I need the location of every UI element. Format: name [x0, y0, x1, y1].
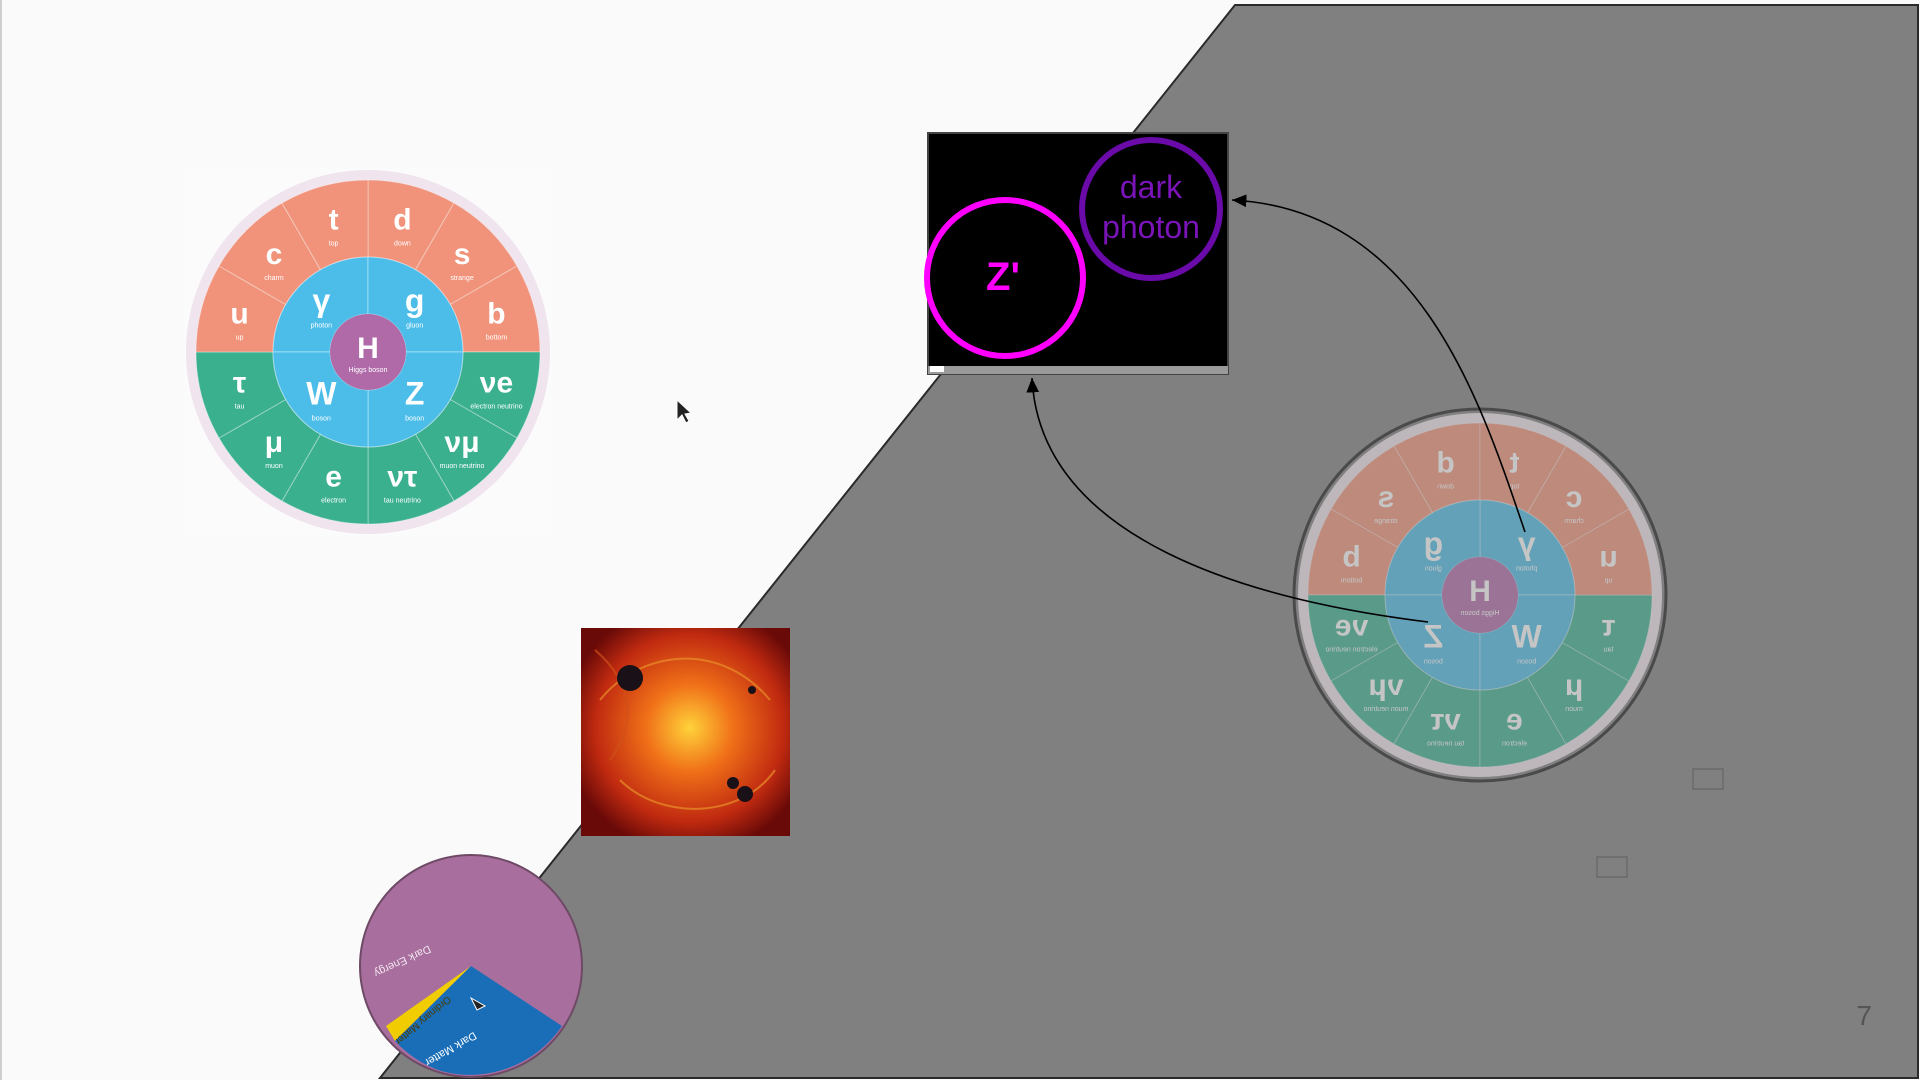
black-hole-pair-b	[737, 786, 753, 802]
mouse-cursor-icon	[676, 398, 693, 424]
sm-bright-name-tau-neutrino: tau neutrino	[384, 497, 421, 504]
sm-faded-symbol-top: t	[1509, 447, 1519, 480]
arrow-to-dark-photon[interactable]	[1231, 194, 1526, 533]
sm-faded-higgs-name: Higgs boson	[1460, 610, 1499, 617]
sm-faded-symbol-up: u	[1599, 541, 1617, 574]
sm-bright-name-down: down	[394, 241, 411, 248]
sm-faded-boson-symbol-2: Z	[1424, 619, 1444, 655]
pie-slice-ordinary-matter	[386, 966, 471, 1041]
dark-photon-label-line1: dark	[1120, 169, 1183, 205]
sm-faded-name-strange: strange	[1374, 518, 1397, 525]
cosmic-heat-image[interactable]	[581, 628, 790, 836]
universe-composition-pie[interactable]: Dark Energy Ordinary Matter Dark Matter	[359, 854, 583, 1078]
sm-bright-boson-symbol-2: Z	[405, 376, 425, 412]
sm-faded-name-muon: muon	[1565, 706, 1583, 713]
sm-faded-name-muon-neutrino: muon neutrino	[1363, 706, 1408, 713]
dark-photon-label-line2: photon	[1102, 209, 1200, 245]
black-hole-pair-a	[727, 777, 739, 789]
sm-faded-symbol-electron-neutrino: νe	[1335, 609, 1368, 642]
sm-faded-name-up: up	[1604, 578, 1612, 585]
sm-faded-boson-symbol-3: W	[1511, 619, 1542, 655]
black-hole-small	[748, 686, 756, 694]
sm-faded-boson-name-0: photon	[1516, 565, 1538, 572]
sm-bright-higgs-symbol: H	[357, 332, 379, 365]
sm-faded-symbol-strange: s	[1378, 481, 1395, 514]
z-prime-label: Z'	[986, 255, 1020, 299]
sm-faded-symbol-electron: e	[1506, 703, 1523, 736]
sm-bright-name-muon-neutrino: muon neutrino	[440, 463, 485, 470]
sm-bright-name-charm: charm	[264, 275, 284, 282]
sm-faded-symbol-tau: τ	[1602, 609, 1615, 642]
sm-faded-boson-name-1: gluon	[1425, 565, 1442, 572]
sm-bright-boson-name-1: gluon	[406, 322, 423, 329]
slide-left-border	[0, 0, 2, 1080]
sm-faded-symbol-charm: c	[1566, 481, 1583, 514]
sm-faded-name-charm: charm	[1564, 518, 1584, 525]
sm-faded-symbol-muon-neutrino: νμ	[1368, 669, 1403, 702]
sm-bright-symbol-up: u	[230, 298, 248, 331]
sm-bright-symbol-charm: c	[266, 238, 283, 271]
sm-bright-name-electron-neutrino: electron neutrino	[470, 403, 522, 410]
sm-bright-name-electron: electron	[321, 497, 346, 504]
arrow-to-z-prime[interactable]	[1026, 377, 1429, 623]
sm-faded-symbol-down: d	[1436, 447, 1454, 480]
pie-cursor-icon	[469, 996, 487, 1011]
sm-faded-symbol-tau-neutrino: ντ	[1431, 703, 1461, 736]
sm-bright-symbol-bottom: b	[487, 298, 505, 331]
sm-bright-symbol-electron-neutrino: νe	[480, 366, 513, 399]
sm-bright-symbol-down: d	[393, 204, 411, 237]
placeholder-box-upper[interactable]	[1692, 768, 1724, 790]
sm-faded-boson-symbol-1: g	[1424, 525, 1444, 561]
sm-bright-name-tau: tau	[235, 403, 245, 410]
sm-bright-name-strange: strange	[450, 275, 473, 282]
sm-faded-boson-symbol-0: γ	[1518, 525, 1536, 561]
sm-faded-name-bottom: bottom	[1341, 578, 1363, 585]
sm-bright-symbol-muon: μ	[265, 426, 283, 459]
sm-bright-boson-symbol-3: W	[306, 376, 337, 412]
sm-bright-boson-symbol-1: g	[405, 282, 425, 318]
dark-sector-image[interactable]: Z' dark photon	[924, 132, 1229, 375]
sm-faded-name-tau-neutrino: tau neutrino	[1427, 740, 1464, 747]
sm-bright-name-bottom: bottom	[486, 335, 508, 342]
sm-faded-symbol-muon: μ	[1565, 669, 1583, 702]
sm-bright-name-muon: muon	[265, 463, 283, 470]
sm-bright-name-up: up	[236, 335, 244, 342]
sm-bright-boson-name-0: photon	[311, 322, 333, 329]
sm-bright-name-top: top	[329, 241, 339, 248]
placeholder-box-lower[interactable]	[1596, 856, 1628, 878]
sm-bright-higgs-center	[330, 314, 406, 390]
sm-faded-name-tau: tau	[1603, 646, 1613, 653]
sm-faded-boson-name-2: boson	[1424, 659, 1443, 666]
z-prime-circle	[924, 197, 1086, 359]
sm-faded-name-down: down	[1437, 484, 1454, 491]
sm-bright-symbol-strange: s	[454, 238, 471, 271]
sm-faded-boson-name-3: boson	[1517, 659, 1536, 666]
sm-faded-name-top: top	[1509, 484, 1519, 491]
sm-bright-symbol-tau-neutrino: ντ	[387, 460, 417, 493]
pie-slice-dark-matter	[395, 966, 562, 1075]
sm-bright-higgs-name: Higgs boson	[349, 367, 388, 374]
slide-page-number: 7	[1856, 1000, 1872, 1031]
sm-faded-symbol-bottom: b	[1342, 541, 1360, 574]
standard-model-wheel[interactable]: d down s strange b bottom νe electron neutrino ν…	[184, 168, 552, 536]
sm-faded-higgs-symbol: H	[1469, 575, 1491, 608]
sm-bright-symbol-top: t	[329, 204, 339, 237]
sm-bright-boson-name-2: boson	[405, 416, 424, 423]
sm-bright-symbol-tau: τ	[233, 366, 246, 399]
sm-faded-name-electron: electron	[1502, 740, 1527, 747]
sm-bright-symbol-electron: e	[325, 460, 342, 493]
sm-bright-boson-symbol-0: γ	[312, 282, 330, 318]
sm-faded-higgs-center	[1442, 557, 1518, 633]
sm-faded-name-electron-neutrino: electron neutrino	[1325, 646, 1377, 653]
black-hole-large	[617, 665, 643, 691]
sm-bright-boson-name-3: boson	[312, 416, 331, 423]
sm-bright-symbol-muon-neutrino: νμ	[445, 426, 480, 459]
dark-photon-circle	[1079, 137, 1223, 281]
